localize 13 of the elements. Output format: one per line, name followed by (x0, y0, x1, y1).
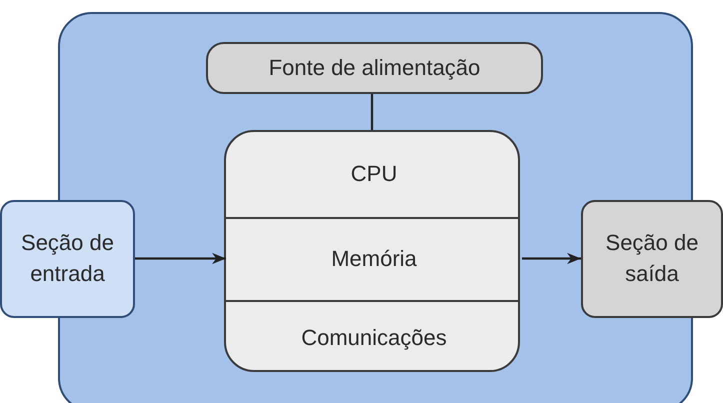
connector-line (370, 94, 374, 130)
node-label: Comunicações (301, 324, 447, 352)
process-box (0, 200, 135, 318)
node-label: Seção de entrada (20, 229, 115, 288)
node-label: Fonte de alimentação (268, 54, 480, 82)
node-label: Seção de saída (604, 229, 700, 288)
node-label: Memória (331, 245, 417, 274)
node-label: CPU (350, 160, 398, 188)
container-box (224, 130, 520, 372)
process-box (206, 42, 543, 94)
arrow (135, 252, 226, 264)
process-box (581, 200, 723, 318)
arrow (522, 252, 581, 264)
